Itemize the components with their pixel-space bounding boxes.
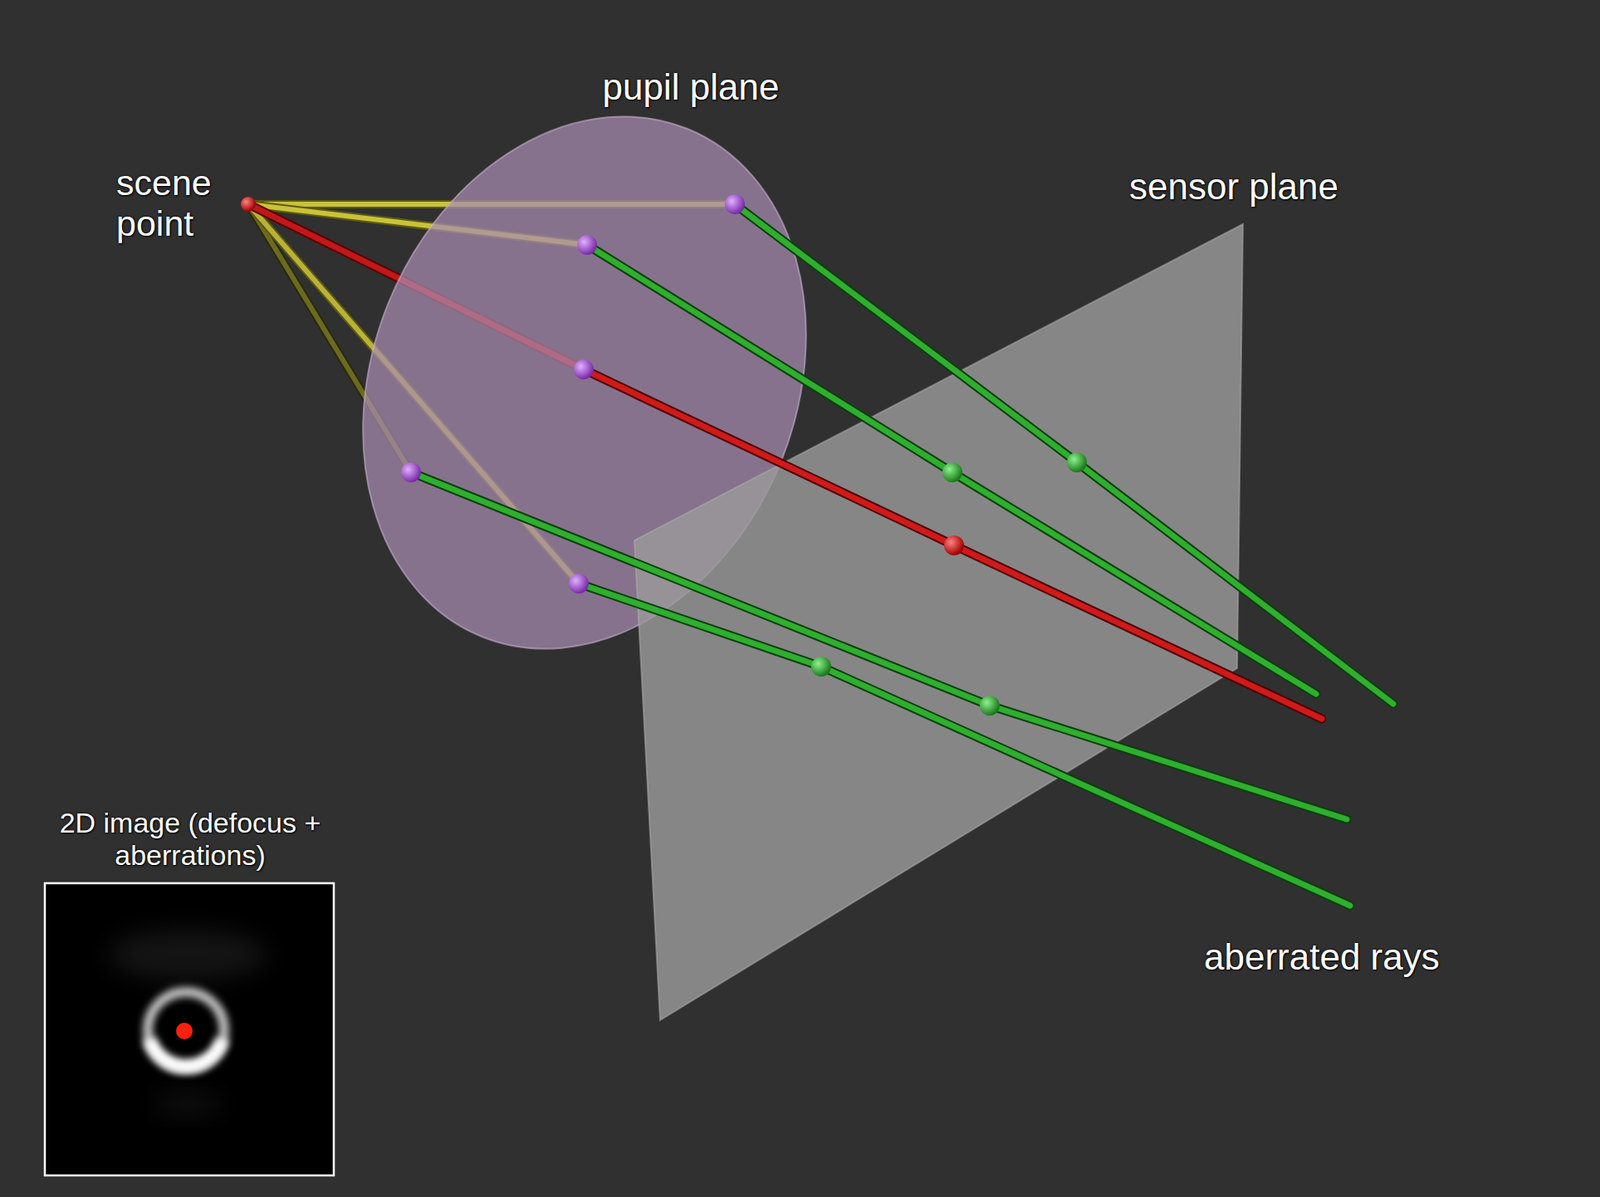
ray-points: [240, 194, 1087, 716]
plane-label: sensor plane: [1129, 166, 1395, 209]
aberrated-rays: [411, 204, 1394, 906]
sensor-plane: [634, 224, 1243, 1021]
plane-label: pupil plane: [582, 66, 799, 109]
ray-label: aberrated rays: [1203, 936, 1503, 979]
point-label: scene point: [116, 162, 241, 245]
psf-inset-image: [44, 883, 334, 1176]
image-caption: 2D image (defocus + aberrations): [19, 807, 361, 872]
